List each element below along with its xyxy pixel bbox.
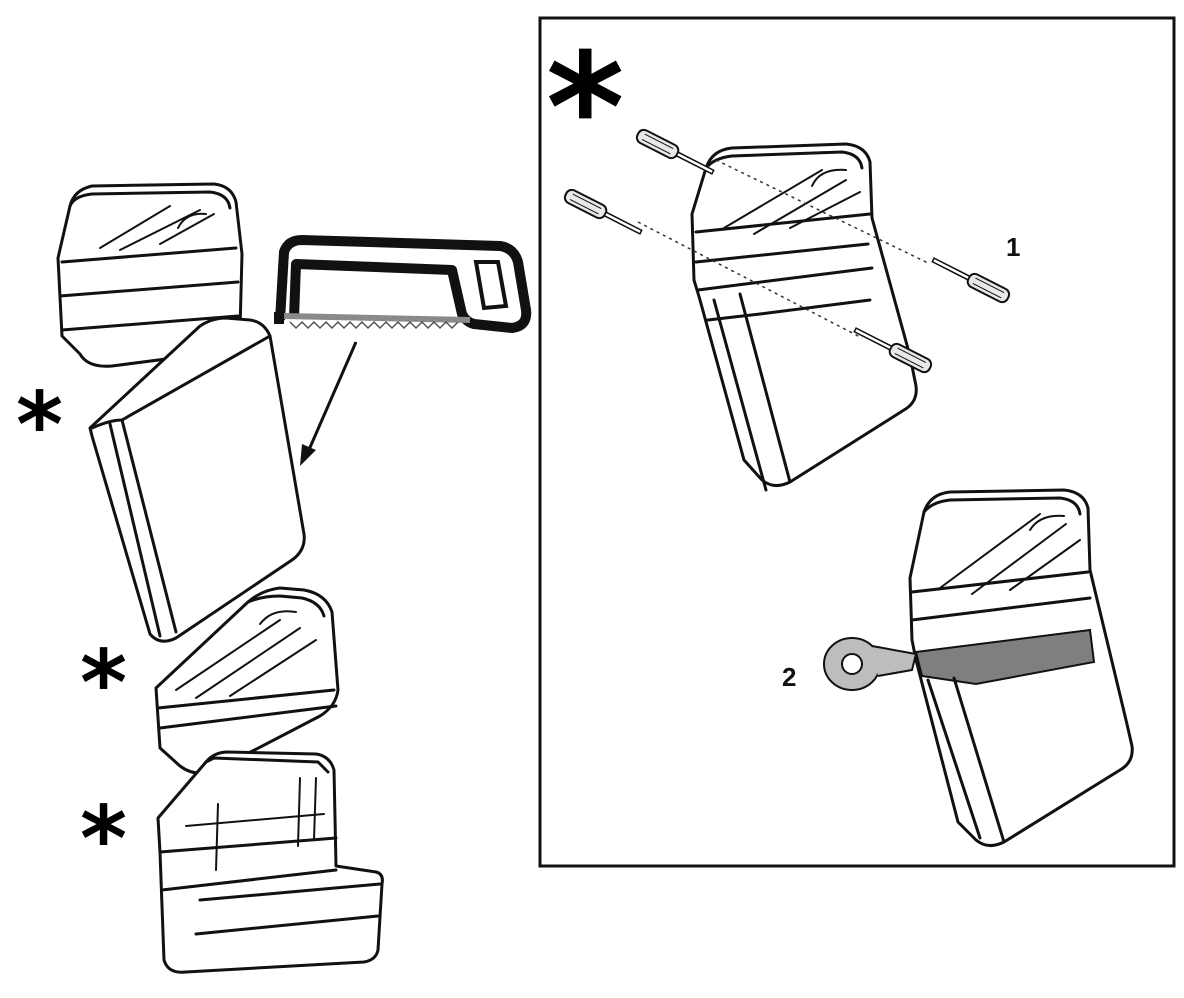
- asterisk-straight-duct: *: [16, 373, 63, 478]
- step-1-label: 1: [1006, 232, 1020, 262]
- tape-roll-icon: [823, 637, 918, 691]
- top-connector-part: [56, 182, 244, 368]
- elbow-part: [156, 750, 384, 974]
- step-2-assembly: [908, 488, 1134, 847]
- screwdriver-icon: [635, 128, 715, 175]
- straight-duct-part: [88, 316, 306, 643]
- transition-part: [154, 586, 340, 775]
- screwdriver-icon: [853, 327, 933, 374]
- arrow-icon: [300, 341, 358, 466]
- asterisk-panel: *: [546, 22, 624, 196]
- instruction-panel: [538, 16, 1176, 868]
- step-2-label: 2: [782, 662, 796, 692]
- screwdriver-icon: [563, 188, 643, 235]
- step-1-assembly: [690, 142, 918, 492]
- asterisk-transition: *: [80, 631, 127, 736]
- asterisk-elbow: *: [80, 787, 127, 892]
- screwdriver-icon: [931, 257, 1011, 304]
- screw-line-1: [715, 159, 931, 265]
- screw-line-2: [637, 221, 863, 339]
- hacksaw-icon: [274, 235, 532, 333]
